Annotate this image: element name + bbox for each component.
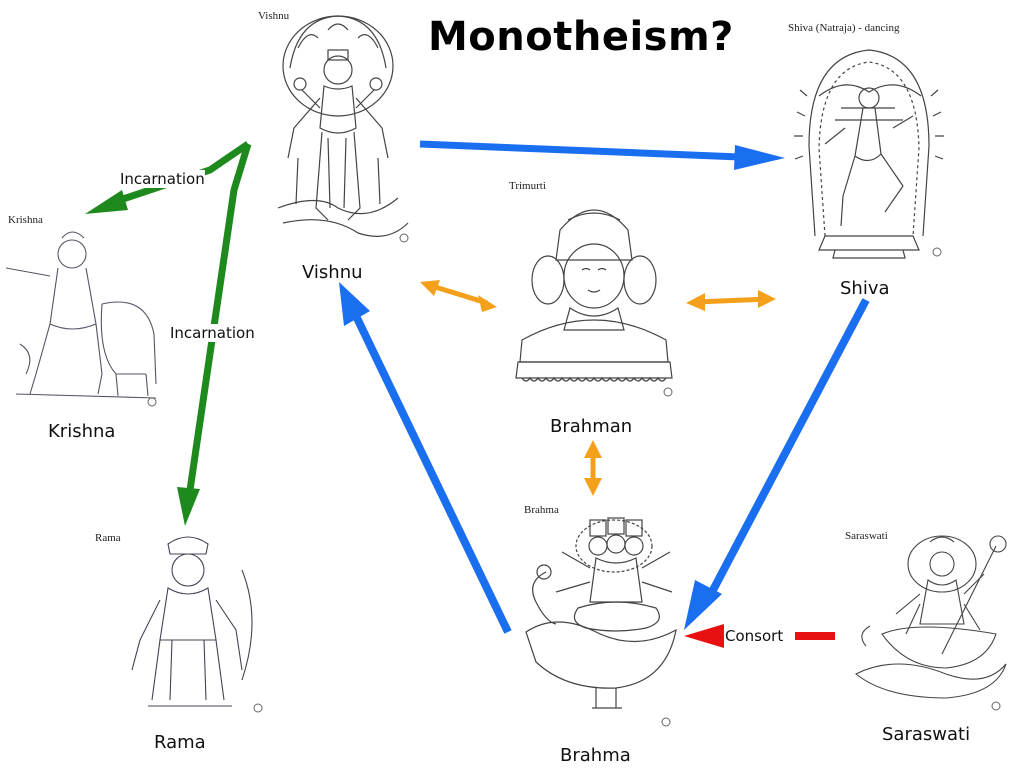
incarnation-label-rama: Incarnation [170, 324, 255, 342]
saraswati-caption: Saraswati [845, 530, 888, 542]
shiva-illustration [794, 49, 944, 259]
shiva-caption: Shiva (Natraja) - dancing [788, 22, 900, 34]
shiva-label: Shiva [840, 278, 890, 299]
arrow-incarnation-rama [177, 142, 252, 526]
saraswati-illustration [854, 535, 1007, 711]
krishna-caption: Krishna [8, 214, 43, 226]
slide-title: Monotheism? [428, 14, 734, 60]
arrow-vishnu-to-shiva [419, 140, 785, 170]
saraswati-label: Saraswati [882, 724, 971, 745]
krishna-label: Krishna [48, 421, 116, 442]
rama-illustration [131, 536, 263, 713]
rama-caption: Rama [95, 532, 121, 544]
brahma-label: Brahma [560, 745, 631, 766]
arrow-vishnu-brahman [420, 280, 497, 312]
trimurti-illustration [515, 209, 673, 397]
trimurti-caption: Trimurti [509, 180, 546, 192]
arrow-brahma-to-vishnu [339, 282, 512, 634]
arrow-shiva-to-brahma [684, 298, 870, 630]
vishnu-illustration [277, 15, 409, 243]
incarnation-label-krishna: Incarnation [120, 170, 205, 188]
vishnu-caption: Vishnu [258, 10, 290, 22]
brahma-illustration [525, 517, 677, 727]
arrow-consort [684, 624, 835, 648]
arrow-brahman-brahma [584, 440, 602, 496]
brahman-label: Brahman [550, 416, 633, 437]
brahma-caption: Brahma [524, 504, 559, 516]
arrow-incarnation-krishna [85, 141, 250, 214]
krishna-illustration [6, 231, 157, 407]
arrow-brahman-shiva [686, 290, 776, 311]
vishnu-label: Vishnu [302, 262, 363, 283]
consort-label: Consort [725, 627, 784, 645]
rama-label: Rama [154, 732, 206, 753]
